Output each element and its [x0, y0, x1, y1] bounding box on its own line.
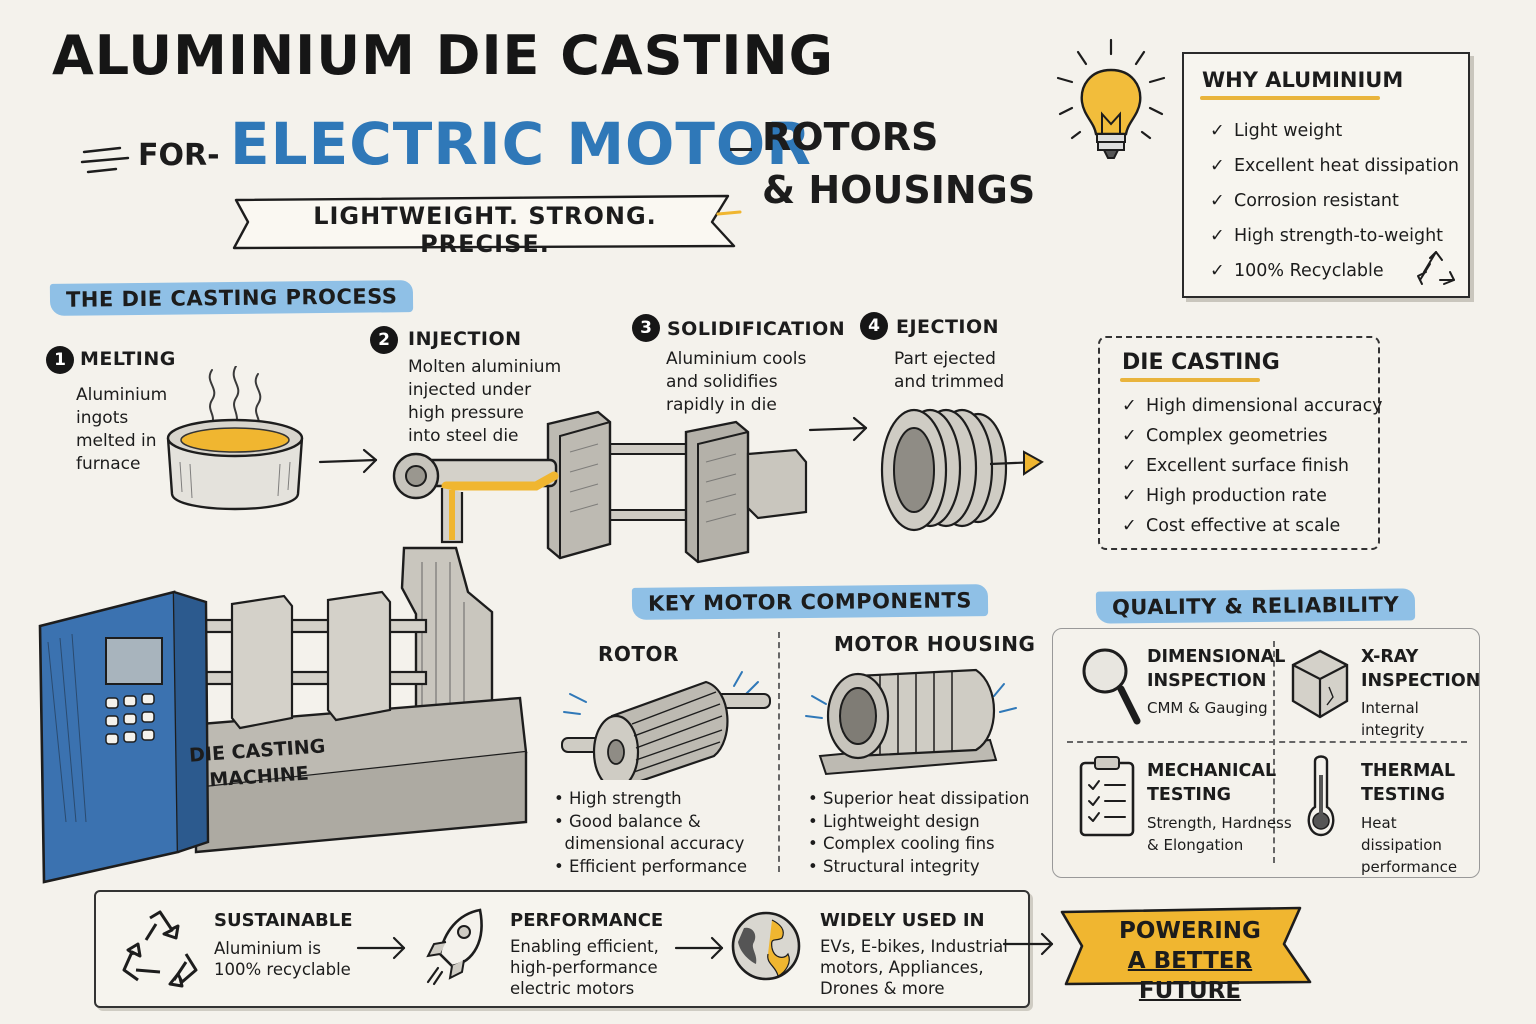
step-2-title: INJECTION — [408, 328, 522, 350]
die-casting-list: ✓High dimensional accuracy ✓Complex geom… — [1122, 392, 1383, 542]
title-for: FOR- — [138, 138, 220, 173]
why-item: ✓High strength-to-weight — [1210, 221, 1459, 256]
sustainable-title: SUSTAINABLE — [214, 910, 353, 931]
die-casting-machine-illustration — [38, 546, 528, 884]
title-for-dashes — [80, 142, 136, 180]
quality-divider-v — [1273, 641, 1275, 863]
housing-bullets: • Superior heat dissipation• Lightweight… — [808, 789, 1030, 876]
cube-icon — [1291, 649, 1349, 719]
quality-cell-sub: Internal integrity — [1361, 699, 1425, 739]
step-2-number: 2 — [370, 326, 398, 354]
why-item: ✓Corrosion resistant — [1210, 186, 1459, 221]
process-section-label: THE DIE CASTING PROCESS — [49, 280, 414, 316]
check-icon: ✓ — [1210, 261, 1225, 281]
check-icon: ✓ — [1210, 156, 1225, 176]
rotor-bullets: • High strength• Good balance & dimensio… — [554, 789, 748, 876]
rocket-icon — [426, 908, 483, 986]
lightbulb-icon — [1056, 38, 1166, 159]
check-icon: ✓ — [1210, 191, 1225, 211]
why-item: ✓Light weight — [1210, 116, 1459, 151]
tagline-banner — [232, 194, 742, 250]
recycle-icon — [122, 910, 198, 988]
why-list: ✓Light weight ✓Excellent heat dissipatio… — [1210, 116, 1459, 291]
clipboard-icon — [1079, 756, 1135, 837]
arrow-icon — [1002, 932, 1054, 956]
quality-cell-sub: CMM & Gauging — [1147, 699, 1268, 717]
step-4-number: 4 — [860, 312, 888, 340]
globe-icon — [731, 911, 801, 981]
widely-used-title: WIDELY USED IN — [820, 910, 985, 931]
check-icon: ✓ — [1210, 226, 1225, 246]
title-dash — [730, 148, 752, 151]
thermometer-icon — [1307, 755, 1335, 837]
die-casting-underline — [1120, 378, 1260, 382]
title-highlight: ELECTRIC MOTOR — [230, 110, 812, 178]
components-section-label: KEY MOTOR COMPONENTS — [631, 584, 989, 620]
step-3-title: SOLIDIFICATION — [667, 318, 846, 340]
injection-die-illustration — [392, 410, 808, 564]
step-3-number: 3 — [632, 314, 660, 342]
why-item: ✓100% Recyclable — [1210, 256, 1459, 291]
title-housings: & HOUSINGS — [762, 168, 1036, 212]
arrow-icon — [318, 448, 378, 474]
components-divider — [778, 632, 780, 872]
page-title: ALUMINIUM DIE CASTING — [52, 24, 834, 87]
check-icon: ✓ — [1122, 396, 1137, 416]
die-casting-item: ✓Cost effective at scale — [1122, 512, 1383, 542]
motor-housing-illustration — [805, 668, 1017, 776]
why-aluminium-box: WHY ALUMINIUM ✓Light weight ✓Excellent h… — [1182, 52, 1470, 298]
die-casting-item: ✓Excellent surface finish — [1122, 452, 1383, 482]
die-casting-title: DIE CASTING — [1122, 350, 1280, 375]
arrow-icon — [674, 936, 724, 960]
rotor-illustration — [561, 671, 771, 780]
ejected-housing-part — [880, 408, 1044, 532]
check-icon: ✓ — [1210, 121, 1225, 141]
step-4-title: EJECTION — [896, 316, 1000, 338]
why-underline — [1200, 96, 1380, 100]
quality-divider-h — [1067, 741, 1467, 743]
performance-title: PERFORMANCE — [510, 910, 664, 931]
quality-cell-sub: Strength, Hardness& Elongation — [1147, 814, 1292, 854]
die-casting-item: ✓High dimensional accuracy — [1122, 392, 1383, 422]
die-casting-benefits-box: DIE CASTING ✓High dimensional accuracy ✓… — [1098, 336, 1383, 550]
recycle-icon — [1417, 251, 1455, 285]
magnifier-icon — [1082, 648, 1141, 725]
step-1-title: MELTING — [80, 348, 176, 370]
arrow-icon — [356, 936, 406, 960]
check-icon: ✓ — [1122, 486, 1137, 506]
quality-section-label: QUALITY & RELIABILITY — [1095, 588, 1416, 624]
title-rotors: ROTORS — [762, 115, 939, 159]
cta-ribbon — [1060, 906, 1312, 986]
arrow-icon — [808, 416, 868, 442]
tagline: LIGHTWEIGHT. STRONG. PRECISE. — [313, 202, 657, 258]
check-icon: ✓ — [1122, 516, 1137, 536]
check-icon: ✓ — [1122, 426, 1137, 446]
why-aluminium-title: WHY ALUMINIUM — [1202, 68, 1404, 92]
die-casting-item: ✓Complex geometries — [1122, 422, 1383, 452]
why-item: ✓Excellent heat dissipation — [1210, 151, 1459, 186]
step-1-number: 1 — [46, 346, 74, 374]
check-icon: ✓ — [1122, 456, 1137, 476]
housing-title: MOTOR HOUSING — [834, 632, 1036, 656]
rotor-title: ROTOR — [598, 642, 679, 666]
furnace-crucible-icon — [166, 366, 304, 511]
die-casting-item: ✓High production rate — [1122, 482, 1383, 512]
